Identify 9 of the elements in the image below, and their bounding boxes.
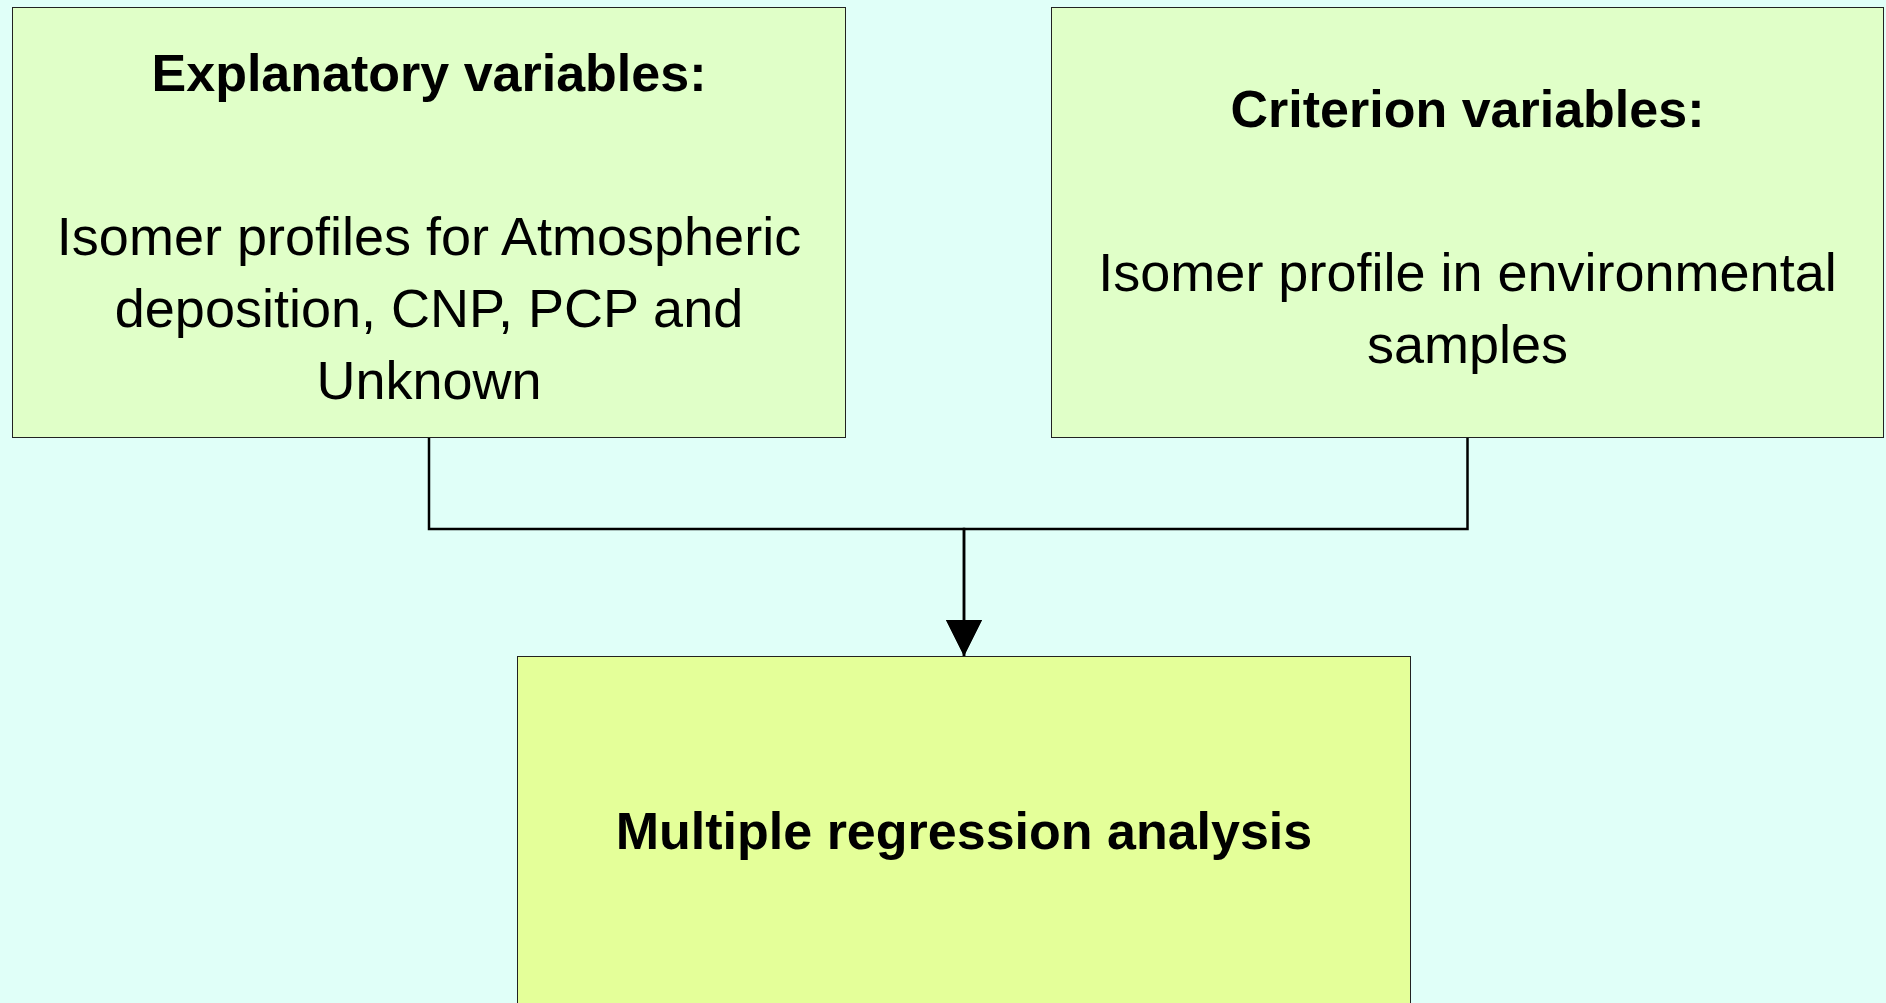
box-text: Isomer profiles for Atmospheric deposition, CNP, PCP and Unknown — [55, 205, 803, 412]
box-text: Isomer profile in environmental samples — [1097, 241, 1838, 376]
connector-arrow — [946, 438, 1469, 656]
process-box — [1051, 7, 1884, 438]
process-box — [517, 656, 1411, 1003]
box-heading: Criterion variables: — [1230, 79, 1705, 140]
process-box — [12, 7, 846, 438]
box-heading: Multiple regression analysis — [615, 801, 1313, 862]
box-heading: Explanatory variables: — [151, 43, 707, 104]
